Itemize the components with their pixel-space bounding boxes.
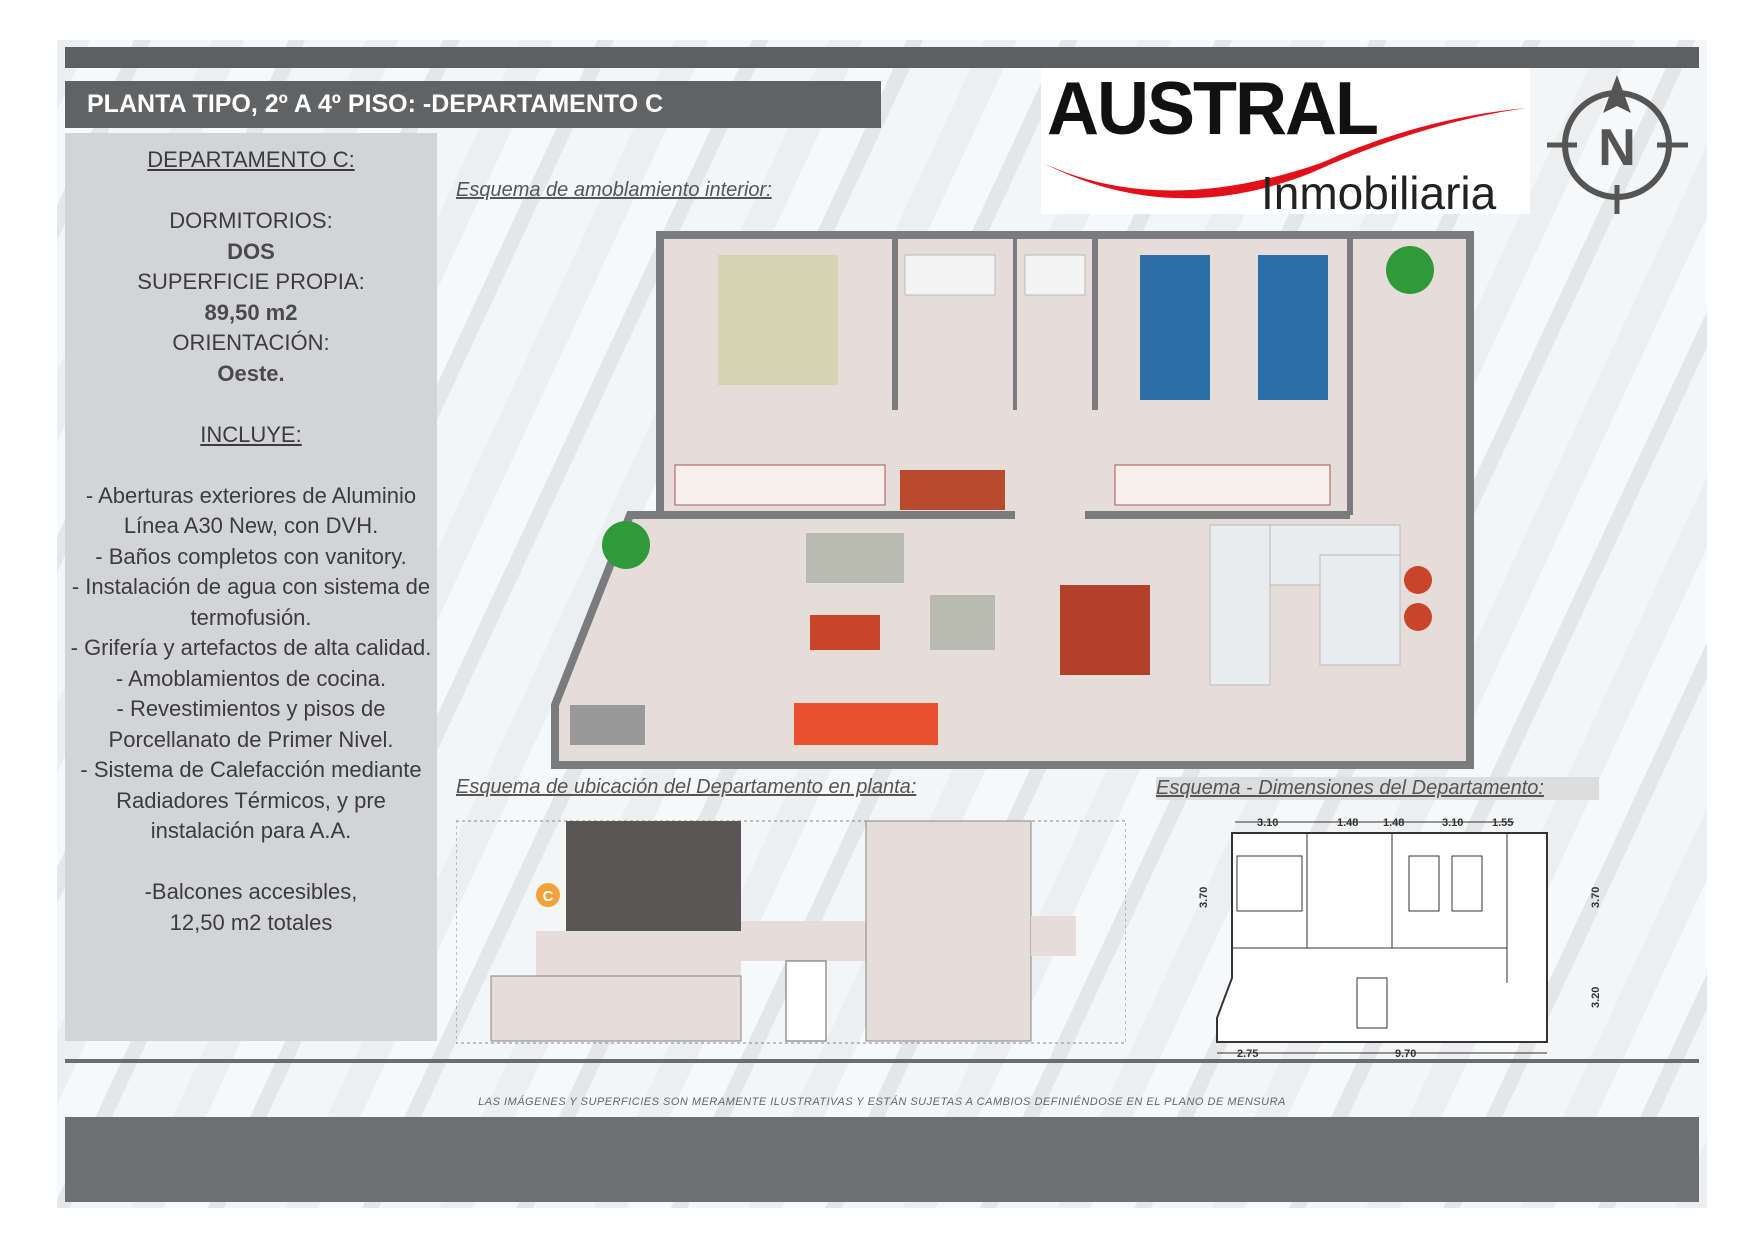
furnished-floor-plan <box>530 225 1480 770</box>
info-heading: DEPARTAMENTO C: <box>147 147 355 172</box>
logo-brand: AUSTRAL <box>1047 67 1379 151</box>
svg-text:3.70: 3.70 <box>1198 887 1210 908</box>
unit-marker: C <box>543 888 554 905</box>
balcony-area: 12,50 m2 totales <box>169 909 333 935</box>
svg-text:1.55: 1.55 <box>1492 817 1513 829</box>
compass-icon: N <box>1547 73 1688 214</box>
svg-text:1.48: 1.48 <box>1337 817 1358 829</box>
section-dimensions-label: Esquema - Dimensiones del Departamento: <box>1156 777 1599 800</box>
sup-label: SUPERFICIE PROPIA: <box>137 269 365 294</box>
dorm-value: DOS <box>227 238 275 264</box>
svg-text:3.10: 3.10 <box>1257 817 1278 829</box>
feature-item: - Revestimientos y pisos de Porcellanato… <box>108 696 394 752</box>
section-location-label: Esquema de ubicación del Departamento en… <box>456 776 917 798</box>
single-bed <box>1258 255 1328 400</box>
feature-item: - Sistema de Calefacción mediante Radiad… <box>80 757 422 843</box>
balcony-text: -Balcones accesibles, <box>144 879 358 904</box>
austral-logo: AUSTRAL Inmobiliaria <box>1041 67 1530 219</box>
feature-item: - Amoblamientos de cocina. <box>115 665 387 691</box>
location-plan: C <box>455 816 1127 1048</box>
svg-text:9.70: 9.70 <box>1395 1048 1416 1058</box>
disclaimer: LAS IMÁGENES Y SUPERFICIES SON MERAMENTE… <box>478 1096 1286 1108</box>
orient-value: Oeste. <box>217 360 285 386</box>
single-bed <box>1140 255 1210 400</box>
orient-label: ORIENTACIÓN: <box>172 330 330 355</box>
double-bed <box>718 255 838 385</box>
svg-text:1.48: 1.48 <box>1383 817 1404 829</box>
footer-bar <box>65 1117 1699 1202</box>
feature-item: - Aberturas exteriores de Aluminio Línea… <box>85 482 417 539</box>
feature-item: - Baños completos con vanitory. <box>95 543 407 569</box>
top-bar <box>65 47 1699 68</box>
highlighted-unit <box>566 821 741 931</box>
svg-text:N: N <box>1598 119 1636 177</box>
swoosh-icon <box>1043 108 1526 199</box>
feature-item: - Instalación de agua con sistema de ter… <box>71 574 431 630</box>
svg-text:3.70: 3.70 <box>1590 887 1602 908</box>
svg-text:2.75: 2.75 <box>1237 1048 1258 1058</box>
logo-sub: Inmobiliaria <box>1261 167 1497 219</box>
dining-table <box>1060 585 1150 675</box>
section-furnished-label: Esquema de amoblamiento interior: <box>456 179 772 201</box>
incluye-heading: INCLUYE: <box>200 421 302 447</box>
svg-text:3.10: 3.10 <box>1442 817 1463 829</box>
feature-item: - Grifería y artefactos de alta calidad. <box>70 635 432 660</box>
divider <box>65 1059 1699 1063</box>
sup-value: 89,50 m2 <box>204 299 298 325</box>
info-panel: DEPARTAMENTO C: DORMITORIOS: DOS SUPERFI… <box>65 133 437 1041</box>
page-title: PLANTA TIPO, 2º A 4º PISO: -DEPARTAMENTO… <box>65 81 881 128</box>
dorm-label: DORMITORIOS: <box>169 208 333 233</box>
svg-text:3.20: 3.20 <box>1590 987 1602 1008</box>
dimensions-plan: 3.10 1.48 1.48 3.10 1.55 3.70 3.70 3.20 2.75… <box>1187 808 1627 1060</box>
